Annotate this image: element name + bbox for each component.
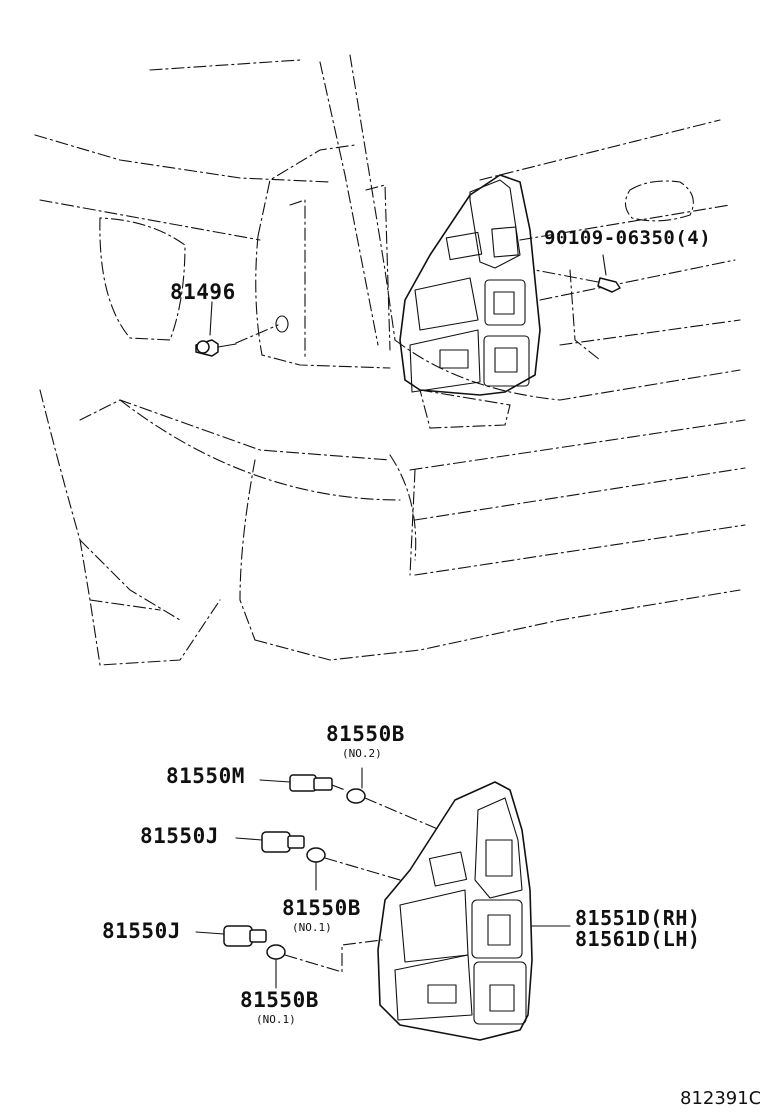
label-81550b-no1-lower: 81550B: [240, 988, 319, 1012]
label-81551d-rh: 81551D(RH): [575, 906, 701, 930]
note-no2: (NO.2): [342, 747, 382, 760]
tail-lamp-installed: [399, 174, 541, 396]
label-81550j-lower: 81550J: [102, 919, 181, 943]
note-no1-lower: (NO.1): [256, 1013, 296, 1026]
socket-81550m: [259, 774, 346, 792]
label-81561d-lh: 81561D(LH): [575, 927, 701, 951]
label-81550b-no1-upper: 81550B: [282, 896, 361, 920]
clip-81496: [195, 301, 289, 357]
bulb-81550b-no2: [346, 767, 441, 831]
label-81550b-no2: 81550B: [326, 722, 405, 746]
label-81496: 81496: [170, 280, 236, 304]
tail-lamp-exploded: [377, 781, 571, 1041]
screw-90109: [534, 254, 621, 293]
label-81550j-upper: 81550J: [140, 824, 219, 848]
label-90109-06350: 90109-06350(4): [544, 227, 712, 249]
figure-id: 812391C: [680, 1088, 760, 1109]
vehicle-body: [34, 54, 746, 666]
label-81550m: 81550M: [166, 764, 245, 788]
socket-81550j-upper: [235, 831, 305, 853]
bulb-81550b-no1-upper: [306, 847, 401, 891]
note-no1-upper: (NO.1): [292, 921, 332, 934]
bulb-81550b-no1-lower: [266, 939, 383, 989]
socket-81550j-lower: [195, 925, 267, 947]
